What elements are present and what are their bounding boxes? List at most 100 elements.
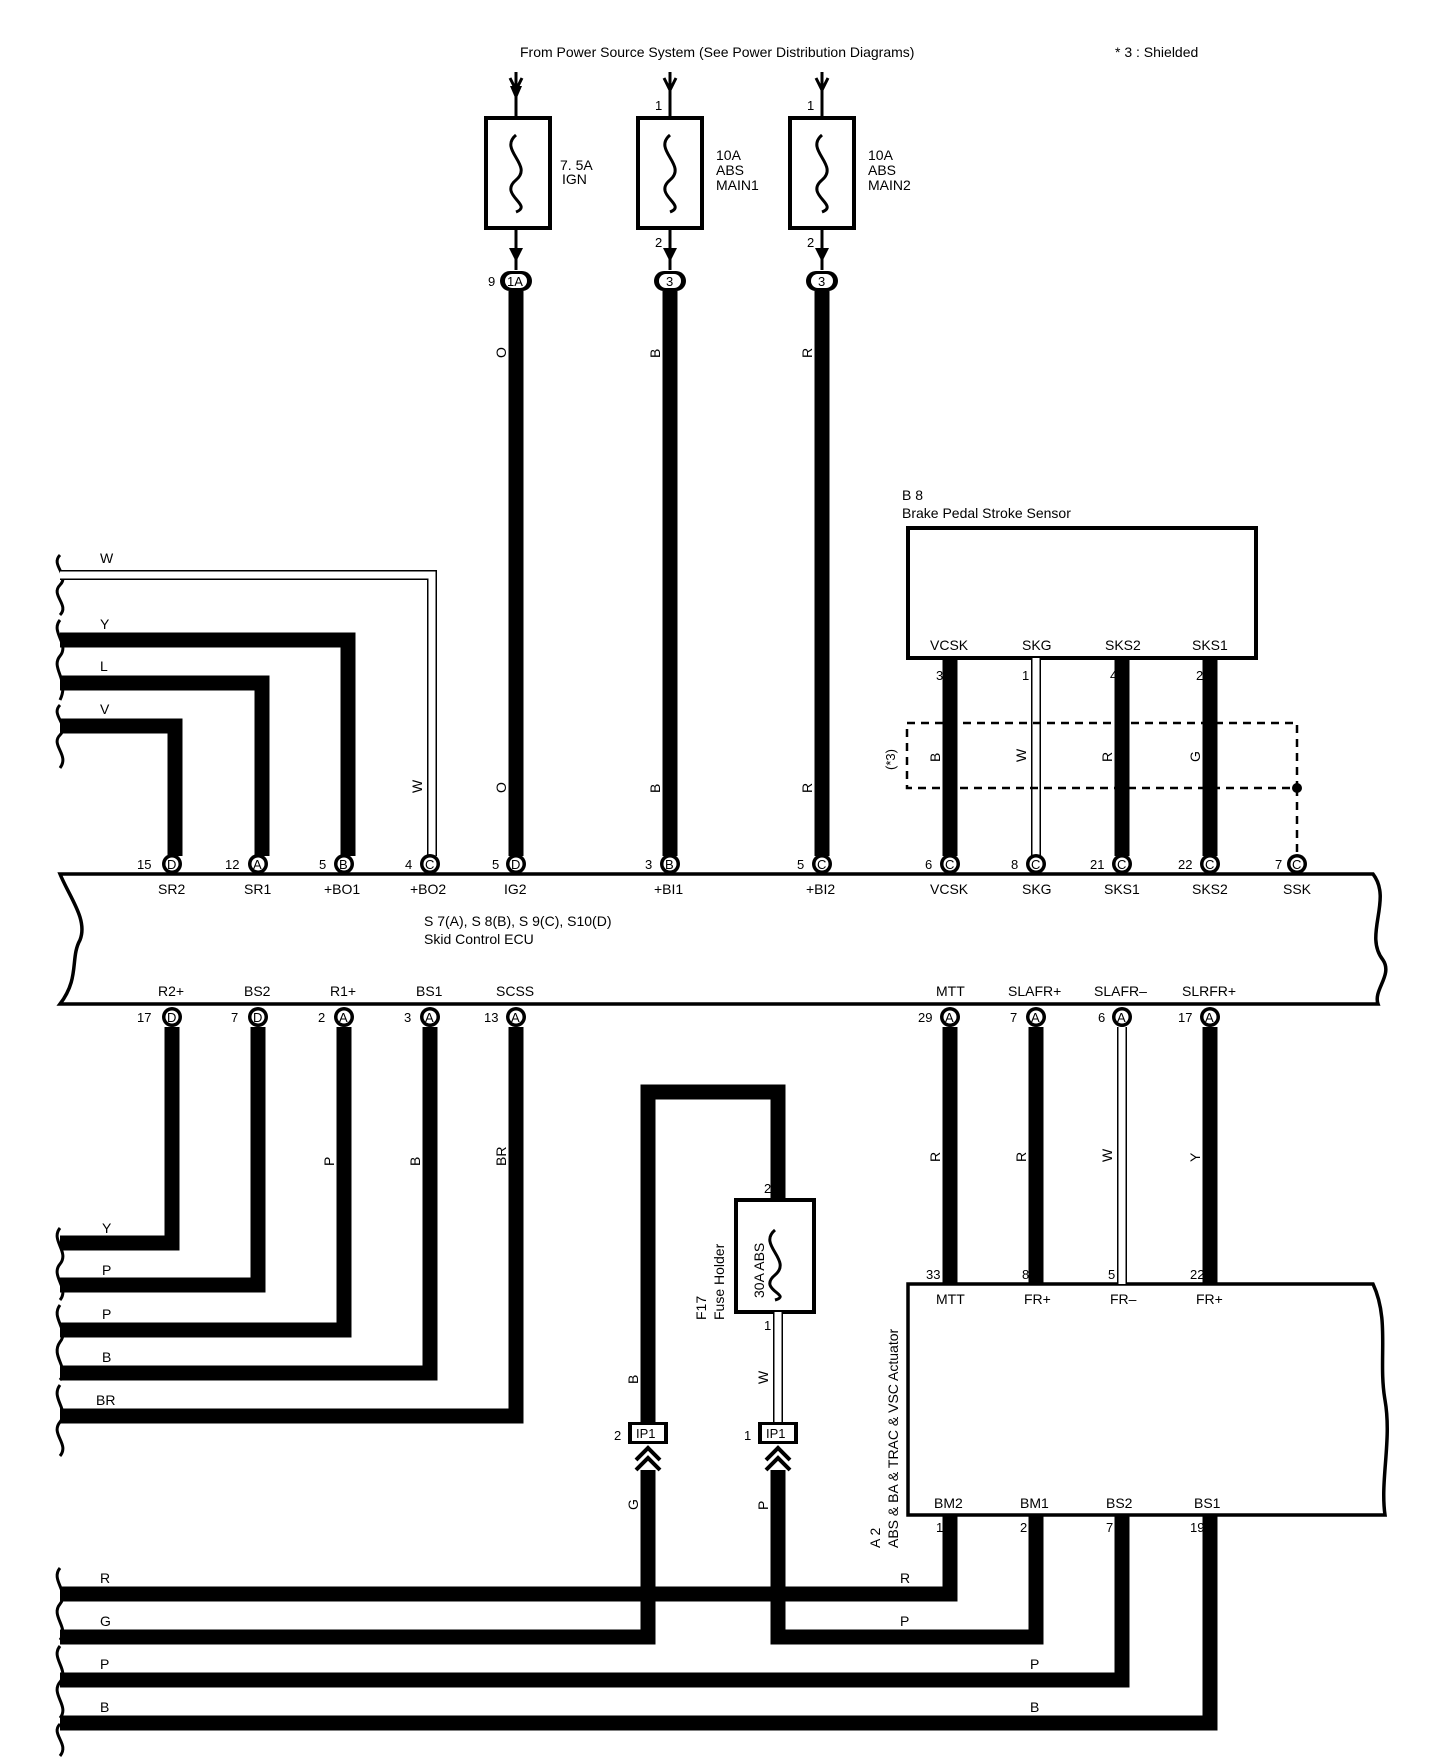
wire-b-fuse-color: B	[625, 1375, 641, 1384]
svg-text:8: 8	[1011, 857, 1018, 872]
svg-text:+BI2: +BI2	[806, 881, 835, 897]
svg-text:FR+: FR+	[1024, 1291, 1051, 1307]
wire-b-bs1	[60, 1515, 1218, 1731]
svg-text:5: 5	[492, 857, 499, 872]
svg-text:A: A	[511, 1010, 520, 1025]
svg-text:22: 22	[1178, 857, 1192, 872]
wire-bi2-color: R	[799, 783, 815, 793]
bus-b-left: B	[100, 1699, 109, 1715]
actuator-code: A 2	[867, 1528, 883, 1548]
svg-text:4: 4	[405, 857, 412, 872]
svg-text:BS1: BS1	[416, 983, 443, 999]
svg-text:BM2: BM2	[934, 1495, 963, 1511]
bus-g-left: G	[100, 1613, 111, 1629]
svg-text:A: A	[1031, 1010, 1040, 1025]
ip1-b-wire-color: P	[755, 1501, 771, 1510]
connector-3a: 3	[654, 271, 686, 291]
wire-v-top	[60, 718, 183, 856]
fuse-main1-name: ABS	[716, 162, 744, 178]
connector-1a-pin: 9	[488, 274, 495, 289]
svg-text:21: 21	[1090, 857, 1104, 872]
svg-text:15: 15	[137, 857, 151, 872]
wire-w-fuse-color: W	[755, 1370, 771, 1384]
fuse-holder-pin-bottom: 1	[764, 1318, 771, 1333]
ip1-b-label: IP1	[766, 1426, 786, 1441]
bus-p-right-2: P	[1030, 1656, 1039, 1672]
wire-y-top	[60, 632, 356, 856]
svg-text:3: 3	[645, 857, 652, 872]
fuse-ign: 7. 5A IGN	[484, 72, 593, 270]
svg-text:BS2: BS2	[1106, 1495, 1133, 1511]
bus-p-right-1: P	[900, 1613, 909, 1629]
ip1-a-wire-color: G	[625, 1499, 641, 1510]
svg-text:BS2: BS2	[244, 983, 271, 999]
wire-p-bottom-2	[60, 1027, 352, 1338]
fuse-main1-rating: 10A	[716, 147, 742, 163]
svg-text:FR+: FR+	[1196, 1291, 1223, 1307]
bus-r-right: R	[900, 1570, 910, 1586]
actuator-top-terminals: 33 MTT 8 FR+ 5 FR– 22 FR+	[926, 1267, 1223, 1307]
svg-text:3: 3	[404, 1010, 411, 1025]
wire-label-br-bottom: BR	[96, 1392, 115, 1408]
svg-text:17: 17	[1178, 1010, 1192, 1025]
fuse-main1-pin-in: 1	[655, 98, 662, 113]
shield-junction	[1292, 783, 1302, 793]
wire-b-fuse-holder	[640, 1084, 786, 1432]
wire-label-p1-bottom: P	[102, 1262, 111, 1278]
connector-1a-label: 1A	[507, 274, 523, 289]
svg-text:B: B	[339, 857, 348, 872]
svg-text:A: A	[1117, 1010, 1126, 1025]
svg-text:C: C	[1205, 857, 1214, 872]
ecu-name: Skid Control ECU	[424, 931, 534, 947]
wire-mtt-color: R	[927, 1152, 943, 1162]
shield-note: * 3 : Shielded	[1115, 44, 1198, 60]
fuse-holder-pin-top: 2	[764, 1181, 771, 1196]
connector-ip1-a: 2 IP1	[614, 1422, 668, 1472]
svg-text:29: 29	[918, 1010, 932, 1025]
wire-bs1-color: B	[407, 1157, 423, 1166]
connector-3b: 3	[806, 271, 838, 291]
svg-text:SSK: SSK	[1283, 881, 1312, 897]
fuse-holder-name: Fuse Holder	[711, 1243, 727, 1320]
fuse-holder-box	[734, 1198, 816, 1314]
svg-text:A: A	[253, 857, 262, 872]
svg-text:SCSS: SCSS	[496, 983, 534, 999]
sensor-term-sks2: SKS2	[1105, 637, 1141, 653]
power-source-note: From Power Source System (See Power Dist…	[520, 44, 914, 60]
fuse-holder-code: F17	[693, 1296, 709, 1320]
wire-br-bottom	[60, 1027, 524, 1424]
abs-actuator	[906, 1282, 1389, 1517]
svg-text:D: D	[253, 1010, 262, 1025]
bus-p-left: P	[100, 1656, 109, 1672]
svg-text:A: A	[945, 1010, 954, 1025]
svg-text:SLAFR–: SLAFR–	[1094, 983, 1147, 999]
svg-text:BM1: BM1	[1020, 1495, 1049, 1511]
svg-text:C: C	[1292, 857, 1301, 872]
sensor-pin-4: 4	[1110, 668, 1117, 683]
fuse-main1-pin-out: 2	[655, 235, 662, 250]
wire-p-bottom-1	[60, 1027, 266, 1293]
sensor-term-skg: SKG	[1022, 637, 1052, 653]
svg-text:MTT: MTT	[936, 1291, 965, 1307]
fuse-abs-main2: 1 2 10A ABS MAIN2	[788, 72, 911, 270]
svg-text:SLRFR+: SLRFR+	[1182, 983, 1236, 999]
wire-p-bs2	[60, 1515, 1130, 1688]
connector-ip1-b: 1 IP1	[744, 1422, 798, 1472]
wire-label-y: Y	[100, 616, 110, 632]
bus-b-right: B	[1030, 1699, 1039, 1715]
wire-fr-plus2-color: Y	[1187, 1152, 1203, 1162]
wire-r1-color: P	[321, 1157, 337, 1166]
ecu-codes: S 7(A), S 8(B), S 9(C), S10(D)	[424, 913, 611, 929]
fuse-main2-pin-out: 2	[807, 235, 814, 250]
